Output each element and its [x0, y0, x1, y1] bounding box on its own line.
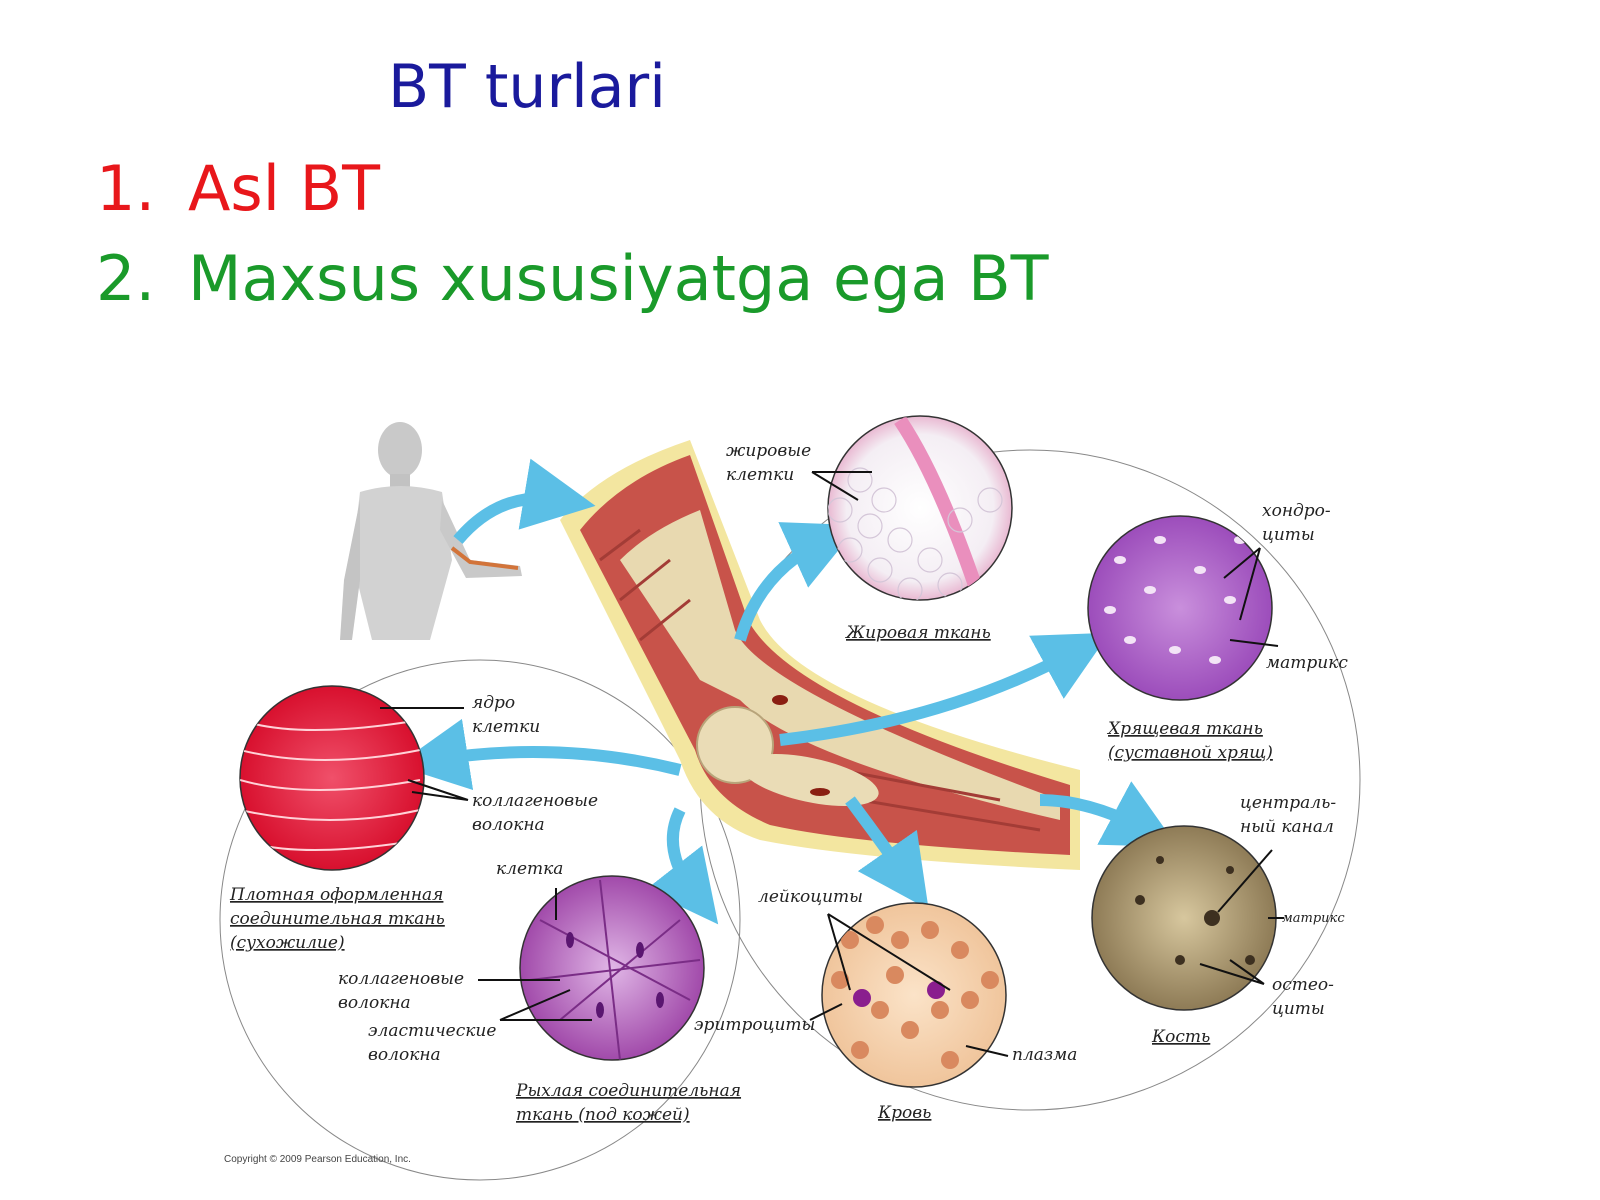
blood-micrograph — [821, 902, 1007, 1088]
list-text: Maxsus xususiyatga ega BT — [188, 242, 1049, 315]
label-fat-cells: клетки — [726, 465, 794, 485]
arrow-icon — [734, 522, 859, 642]
human-figure-icon — [340, 422, 522, 640]
leader-lines — [380, 471, 1284, 1057]
label-central-canal: централь- — [1240, 793, 1336, 813]
list-text: Asl BT — [188, 152, 381, 225]
label-matrix-bone: матрикс — [1282, 911, 1345, 926]
caption-loose: Рыхлая соединительная — [515, 1081, 741, 1101]
caption-cartilage: Хрящевая ткань — [1106, 719, 1263, 739]
elbow-illustration — [560, 440, 1080, 870]
caption-dense: Плотная оформленная — [229, 885, 443, 905]
label-elastic: волокна — [368, 1045, 441, 1065]
arrow-icon — [645, 807, 719, 925]
group-outline-circle — [219, 659, 741, 1181]
list-item-maxsus-bt: 2. Maxsus xususiyatga ega BT — [96, 242, 1049, 315]
caption-adipose: Жировая ткань — [845, 623, 991, 643]
label-nucleus: клетки — [472, 717, 540, 737]
label-matrix-cartilage: матрикс — [1266, 653, 1348, 673]
caption-loose: ткань (под кожей) — [516, 1105, 690, 1125]
list-number: 1. — [96, 152, 156, 225]
label-fat-cells: жировые — [726, 441, 811, 461]
dense-tissue-micrograph — [239, 685, 425, 871]
label-nucleus: ядро — [472, 693, 515, 713]
caption-dense: соединительная ткань — [230, 909, 445, 929]
label-erythrocytes: эритроциты — [694, 1015, 815, 1035]
arrow-icon — [1039, 781, 1178, 847]
label-elastic: эластические — [368, 1021, 496, 1041]
label-chondrocytes: циты — [1262, 525, 1315, 545]
bone-micrograph — [1091, 825, 1277, 1011]
list-item-asl-bt: 1. Asl BT — [96, 152, 380, 225]
leukocyte-cell-icon — [927, 981, 945, 999]
label-osteocytes: остео- — [1272, 975, 1334, 995]
list-number: 2. — [96, 242, 156, 315]
caption-cartilage: (суставной хрящ) — [1108, 743, 1273, 763]
adipose-tissue-micrograph — [827, 415, 1013, 601]
label-leukocytes: лейкоциты — [758, 887, 863, 907]
label-loose-collagen: волокна — [338, 993, 411, 1013]
label-collagen: коллагеновые — [472, 791, 598, 811]
leukocyte-cell-icon — [853, 989, 871, 1007]
label-plasma: плазма — [1012, 1045, 1077, 1065]
caption-bone: Кость — [1151, 1027, 1210, 1047]
slide-title: BT turlari — [388, 52, 666, 122]
cartilage-micrograph — [1087, 515, 1273, 701]
caption-blood: Кровь — [877, 1103, 931, 1123]
copyright-text: Copyright © 2009 Pearson Education, Inc. — [224, 1154, 411, 1165]
caption-dense: (сухожилие) — [230, 933, 345, 953]
label-collagen: волокна — [472, 815, 545, 835]
arrow-icon — [779, 632, 1110, 746]
loose-tissue-micrograph — [519, 875, 705, 1061]
label-central-canal: ный канал — [1240, 817, 1334, 837]
label-cell: клетка — [496, 859, 563, 879]
label-chondrocytes: хондро- — [1262, 501, 1331, 521]
arrows-group — [396, 458, 1178, 925]
arrow-icon — [396, 718, 682, 791]
label-loose-collagen: коллагеновые — [338, 969, 464, 989]
arrow-icon — [845, 796, 929, 910]
label-osteocytes: циты — [1272, 999, 1325, 1019]
arrow-icon — [453, 458, 596, 544]
